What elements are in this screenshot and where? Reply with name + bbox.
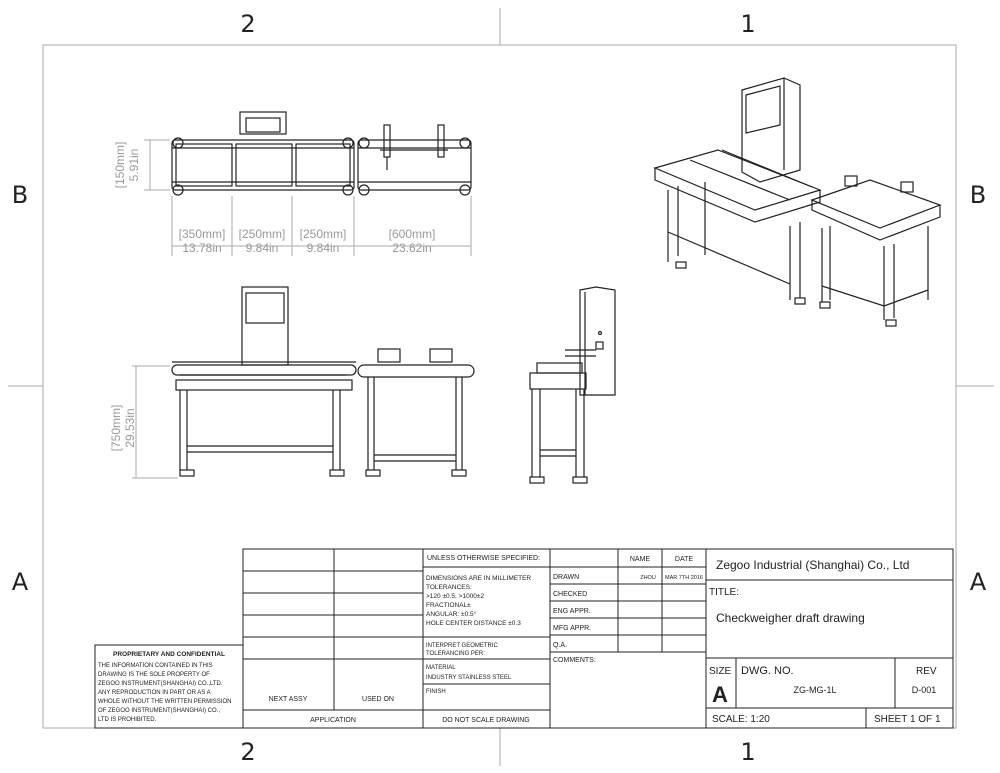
company-name: Zegoo Industrial (Shanghai) Co., Ltd	[716, 558, 909, 572]
proprietary-line: DRAWING IS THE SOLE PROPERTY OF	[98, 672, 210, 678]
approval-row-label: DRAWN	[553, 574, 579, 581]
tolerance-line: TOLERANCES:	[426, 584, 472, 591]
zone-label-left-a: A	[12, 568, 29, 596]
finish-label: FINISH	[426, 689, 446, 695]
scale-label: SCALE: 1:20	[712, 714, 770, 725]
side-view	[529, 286, 616, 484]
approval-table: NAME DATE DRAWN ZHOU MAR 7TH 2016 CHECKE…	[553, 556, 703, 664]
proprietary-line: WHOLE WITHOUT THE WRITTEN PERMISSION	[98, 699, 231, 705]
front-view	[171, 286, 475, 477]
used-on-label: USED ON	[362, 696, 394, 703]
zone-label-right-b: B	[970, 181, 986, 209]
dim-len-1-in: 13.78in	[182, 241, 221, 255]
size-label: SIZE	[709, 666, 732, 677]
interpret-line: INTERPRET GEOMETRIC	[426, 643, 499, 649]
zone-label-bottom-1: 1	[740, 738, 755, 766]
dim-len-1-mm: [350mm]	[179, 227, 226, 241]
proprietary-line: OF ZEGOO INSTRUMENT(SHANGHAI) CO.,	[98, 708, 220, 714]
dim-len-3-mm: [250mm]	[300, 227, 347, 241]
dim-len-4-in: 23.62in	[392, 241, 431, 255]
date-header: DATE	[675, 556, 693, 563]
proprietary-line: ANY REPRODUCTION IN PART OR AS A	[98, 690, 211, 696]
do-not-scale-label: DO NOT SCALE DRAWING	[442, 717, 530, 724]
tolerance-line: ANGULAR: ±0.5°	[426, 610, 477, 618]
dwg-no-value: ZG-MG-1L	[793, 685, 836, 695]
assembly-cells: NEXT ASSY USED ON APPLICATION	[269, 696, 394, 724]
zone-label-top-1: 1	[740, 10, 755, 38]
dim-height-top-in: 5.91in	[127, 149, 141, 182]
size-value: A	[712, 682, 728, 707]
dim-len-2-mm: [250mm]	[239, 227, 286, 241]
approval-row-label: ENG APPR.	[553, 608, 591, 615]
proprietary-line: THE INFORMATION CONTAINED IN THIS	[98, 663, 213, 669]
title-block-grid	[94, 548, 954, 729]
rev-value: D-001	[912, 685, 937, 695]
tolerance-line: DIMENSIONS ARE IN MILLIMETER	[426, 575, 531, 582]
proprietary-heading: PROPRIETARY AND CONFIDENTIAL	[113, 651, 225, 658]
tolerance-block: UNLESS OTHERWISE SPECIFIED: DIMENSIONS A…	[426, 555, 540, 724]
dim-len-2-in: 9.84in	[246, 241, 279, 255]
dim-height-front-mm: [750mm]	[109, 405, 123, 452]
approval-row-label: CHECKED	[553, 591, 587, 598]
proprietary-line: LTD IS PROHIBITED.	[98, 717, 157, 723]
approval-row-label: MFG APPR.	[553, 625, 591, 632]
isometric-view	[653, 77, 942, 327]
rev-label: REV	[916, 666, 937, 677]
zone-label-left-b: B	[12, 181, 28, 209]
material-label: MATERIAL	[426, 665, 456, 671]
top-view	[171, 111, 472, 196]
front-view-dimensions	[132, 365, 178, 479]
sheet-label: SHEET 1 OF 1	[874, 714, 941, 725]
top-view-dimensions	[144, 139, 472, 256]
name-header: NAME	[630, 556, 651, 563]
drawing-title: Checkweigher draft drawing	[716, 611, 865, 625]
next-assy-label: NEXT ASSY	[269, 696, 308, 703]
unless-specified-label: UNLESS OTHERWISE SPECIFIED:	[427, 555, 540, 562]
application-label: APPLICATION	[310, 717, 356, 724]
title-label: TITLE:	[709, 587, 739, 598]
approval-row-name: ZHOU	[640, 575, 656, 581]
dim-height-front-in: 29.53in	[123, 408, 137, 447]
comments-label: COMMENTS:	[553, 657, 596, 664]
tolerance-line: >120 ±0.5, >1000±2	[426, 593, 484, 600]
approval-row-date: MAR 7TH 2016	[665, 575, 703, 581]
tolerance-line: HOLE CENTER DISTANCE ±0.3	[426, 620, 521, 627]
dim-len-4-mm: [600mm]	[389, 227, 436, 241]
interpret-line: TOLERANCING PER:	[426, 651, 485, 657]
drawing-identity: Zegoo Industrial (Shanghai) Co., Ltd TIT…	[709, 558, 941, 725]
zone-label-top-2: 2	[240, 10, 255, 38]
tolerance-line: FRACTIONAL±	[426, 602, 471, 609]
dim-height-top-mm: [150mm]	[113, 142, 127, 189]
dim-len-3-in: 9.84in	[307, 241, 340, 255]
proprietary-line: ZEGOO INSTRUMENT(SHANGHAI) CO.,LTD.	[98, 681, 223, 687]
approval-row-label: Q.A.	[553, 642, 567, 649]
proprietary-notice: PROPRIETARY AND CONFIDENTIAL THE INFORMA…	[98, 651, 231, 723]
material-value: INDUSTRY STAINLESS STEEL	[426, 675, 512, 681]
dwg-no-label: DWG. NO.	[741, 665, 794, 677]
zone-label-bottom-2: 2	[240, 738, 255, 766]
zone-label-right-a: A	[970, 568, 987, 596]
